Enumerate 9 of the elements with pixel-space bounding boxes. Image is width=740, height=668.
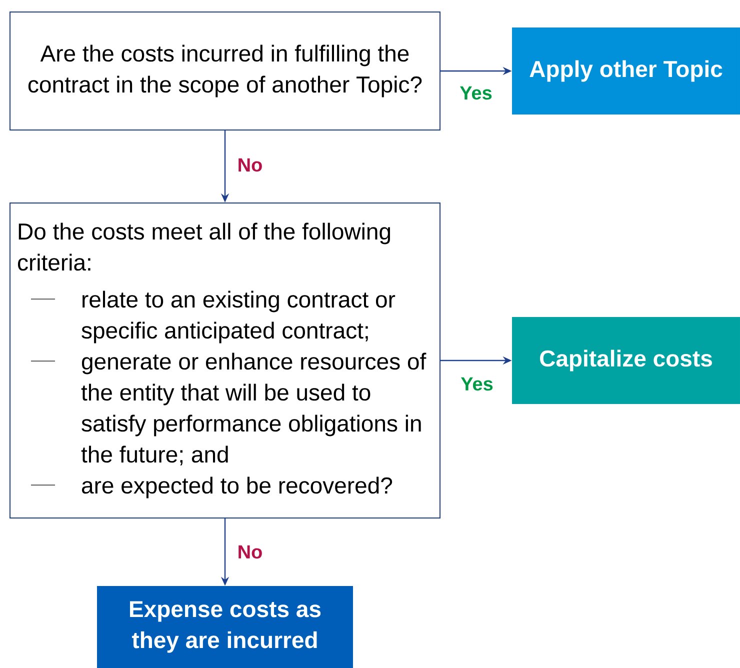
edge-label: Yes	[458, 85, 494, 101]
edge-label: Yes	[460, 376, 494, 392]
result-box: Expense costs as they are incurred	[97, 586, 353, 668]
edge-label: No	[236, 157, 264, 173]
result-box: Capitalize costs	[512, 317, 740, 404]
question-box: Are the costs incurred in fulfilling the contract in the scope of another Topic?	[10, 12, 440, 130]
edge-label: No	[236, 544, 264, 560]
criteria-box: Do the costs meet all of the following criteria: relate to an existing contract or specific anticipated contract; generate or enhance resources of the entity that will be used to satisfy performance obligations in the future; and are expected to be recovered?	[10, 202, 440, 518]
result-box: Apply other Topic	[512, 28, 740, 114]
